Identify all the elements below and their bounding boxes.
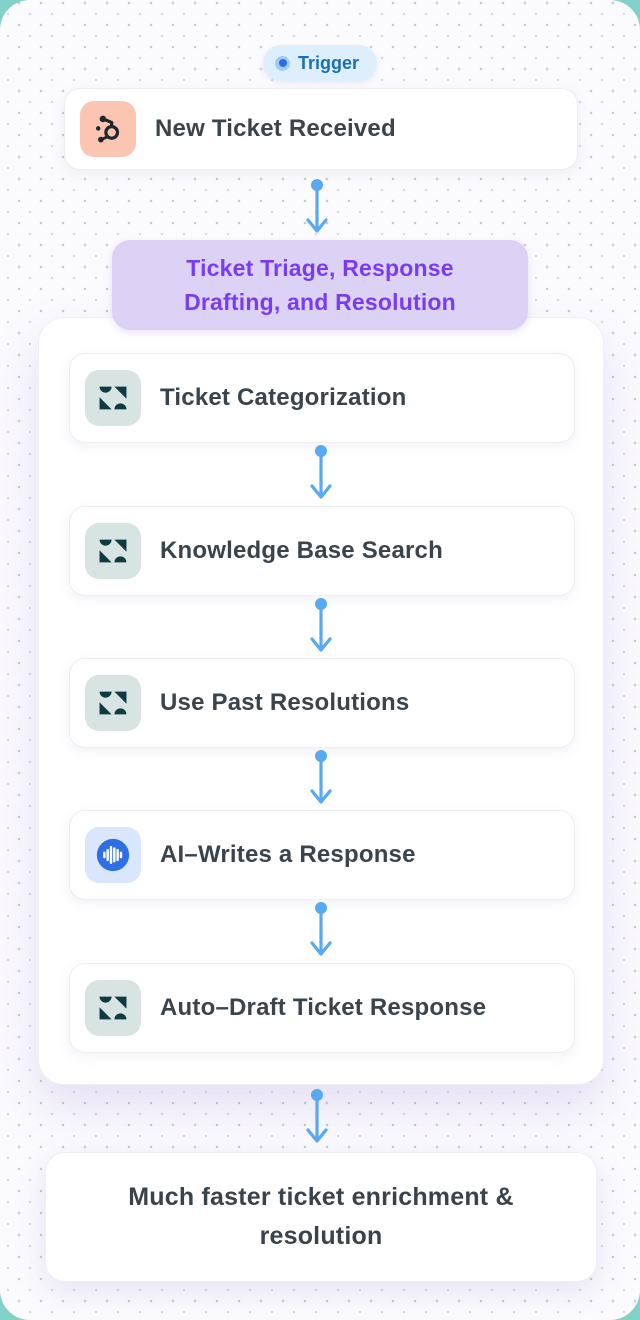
zendesk-icon bbox=[85, 370, 141, 426]
step-card-auto-draft-response[interactable]: Auto–Draft Ticket Response bbox=[69, 963, 575, 1053]
step-card-knowledge-base-search[interactable]: Knowledge Base Search bbox=[69, 506, 575, 596]
trigger-step-card[interactable]: New Ticket Received bbox=[64, 88, 578, 170]
trigger-dot-icon bbox=[274, 55, 290, 71]
flow-arrow-down bbox=[304, 178, 330, 238]
trigger-badge-label: Trigger bbox=[297, 52, 360, 73]
result-line1: Much faster ticket enrichment & bbox=[128, 1183, 514, 1211]
step-title: Knowledge Base Search bbox=[160, 537, 443, 564]
zendesk-icon bbox=[85, 980, 141, 1036]
group-banner-line2: Drafting, and Resolution bbox=[184, 289, 456, 315]
step-title: Ticket Categorization bbox=[160, 384, 407, 411]
result-card: Much faster ticket enrichment & resoluti… bbox=[45, 1152, 597, 1282]
ai-waveform-icon bbox=[85, 827, 141, 883]
step-title: AI–Writes a Response bbox=[160, 841, 416, 868]
hubspot-icon bbox=[80, 101, 136, 157]
step-card-ai-writes-response[interactable]: AI–Writes a Response bbox=[69, 810, 575, 900]
zendesk-icon bbox=[85, 523, 141, 579]
flow-arrow-down bbox=[308, 749, 334, 809]
flow-arrow-down bbox=[308, 597, 334, 657]
flow-arrow-down bbox=[308, 901, 334, 961]
flow-arrow-down bbox=[308, 444, 334, 504]
step-card-use-past-resolutions[interactable]: Use Past Resolutions bbox=[69, 658, 575, 748]
workflow-group: Ticket Categorization Knowledge Base Sea… bbox=[38, 317, 604, 1085]
group-banner: Ticket Triage, Response Drafting, and Re… bbox=[112, 240, 528, 330]
group-banner-line1: Ticket Triage, Response bbox=[186, 255, 454, 281]
step-title: Auto–Draft Ticket Response bbox=[160, 994, 487, 1021]
step-title: Use Past Resolutions bbox=[160, 689, 410, 716]
trigger-step-title: New Ticket Received bbox=[155, 115, 396, 142]
step-card-ticket-categorization[interactable]: Ticket Categorization bbox=[69, 353, 575, 443]
zendesk-icon bbox=[85, 675, 141, 731]
result-line2: resolution bbox=[259, 1222, 383, 1250]
trigger-badge: Trigger bbox=[262, 45, 378, 81]
flow-arrow-down bbox=[304, 1088, 330, 1148]
